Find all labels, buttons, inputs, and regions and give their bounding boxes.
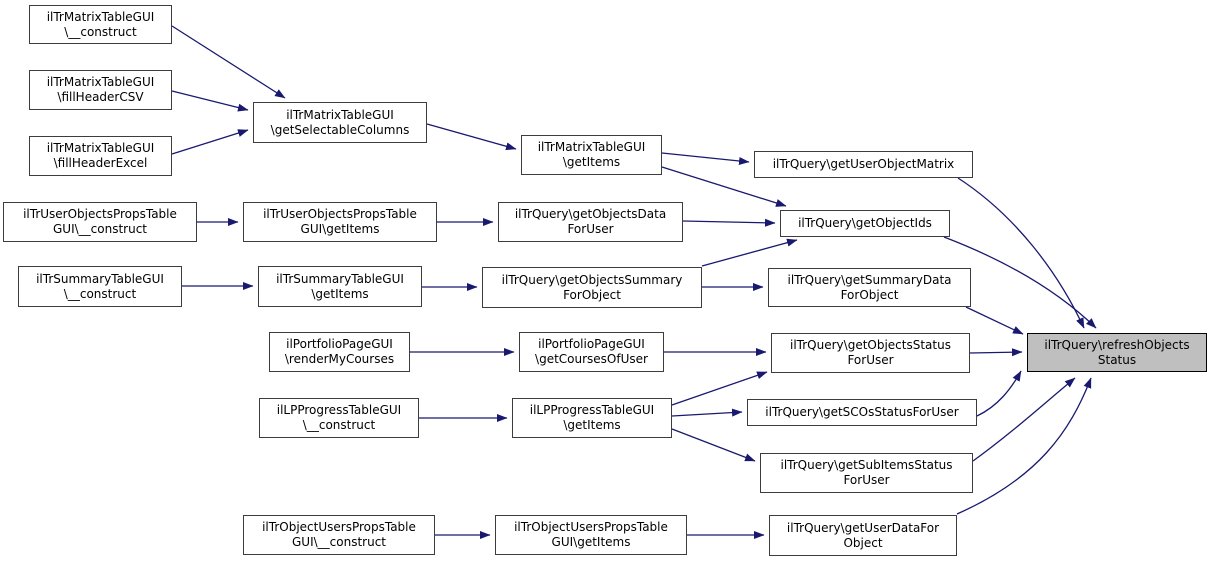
node-label-line: GUI\__construct (291, 535, 386, 549)
edge-query_getuserobjectmatrix-to-query_refreshobjectsstatus (957, 177, 1085, 329)
node-label-line: GUI\getItems (551, 535, 631, 549)
node-label-line: ilTrMatrixTableGUI (46, 141, 155, 155)
node-matrix_fillheaderexcel[interactable]: ilTrMatrixTableGUI\fillHeaderExcel (29, 136, 172, 176)
node-lpprogress_construct[interactable]: ilLPProgressTableGUI\__construct (259, 398, 419, 438)
edge-query_getuserdataforobject-to-query_refreshobjectsstatus (956, 377, 1092, 515)
edge-matrix_fillheaderexcel-to-matrix_getselectablecolumns (171, 129, 249, 155)
node-label-line: ilTrQuery\getUserDataFor (786, 520, 940, 535)
node-label-line: \getCoursesOfUser (535, 352, 648, 366)
node-label-line: ilLPProgressTableGUI (529, 403, 655, 417)
node-label-line: \fillHeaderCSV (57, 90, 144, 104)
node-label-line: \getItems (311, 286, 369, 301)
node-label-line: ilTrUserObjectsPropsTable (263, 207, 417, 221)
edge-matrix_getitems-to-query_getuserobjectmatrix (661, 152, 750, 165)
node-portfolio_getcoursesofuser[interactable]: ilPortfolioPageGUI\getCoursesOfUser (519, 332, 664, 372)
edge-group (171, 25, 1097, 539)
edge-query_getobjectids-to-query_refreshobjectsstatus (943, 236, 1097, 329)
node-label-line: ilTrQuery\getObjectsData (514, 207, 667, 221)
edge-matrix_fillheadercsv-to-matrix_getselectablecolumns (171, 90, 249, 112)
node-query_getuserobjectmatrix[interactable]: ilTrQuery\getUserObjectMatrix (754, 151, 973, 178)
node-label-line: ilTrMatrixTableGUI (46, 9, 155, 24)
node-label-line: \fillHeaderExcel (53, 156, 148, 170)
node-label-line: ForUser (847, 353, 894, 367)
node-label-line: ilPortfolioPageGUI (286, 337, 393, 351)
edge-lpprogress_getitems-to-query_getscosstatusforuser (671, 408, 743, 417)
node-label-line: ForUser (843, 473, 890, 487)
node-label-line: \__construct (63, 286, 137, 301)
node-label-line: ilTrMatrixTableGUI (537, 140, 646, 154)
node-label-line: \__construct (64, 24, 137, 39)
node-label-line: ilTrObjectUsersPropsTable (262, 520, 416, 534)
edge-query_getobjectsdataforuser-to-query_getobjectids (682, 218, 776, 227)
node-label-line: \getSelectableColumns (270, 122, 410, 137)
node-matrix_construct[interactable]: ilTrMatrixTableGUI\__construct (29, 5, 172, 44)
node-label-line: Object (843, 535, 883, 550)
node-label-line: ilTrSummaryTableGUI (36, 271, 164, 286)
node-label-line: ilPortfolioPageGUI (538, 337, 645, 351)
node-label-line: ilTrQuery\getUserObjectMatrix (772, 157, 955, 171)
node-label-line: \getItems (562, 155, 621, 169)
node-matrix_getitems[interactable]: ilTrMatrixTableGUI\getItems (521, 135, 662, 175)
node-label-line: \getItems (563, 418, 621, 432)
node-label-line: \renderMyCourses (284, 352, 395, 366)
edge-matrix_getselectablecolumns-to-matrix_getitems (426, 123, 517, 151)
node-label-line: \__construct (302, 418, 376, 432)
node-label-line: ilTrQuery\getSCOsStatusForUser (765, 405, 959, 419)
edge-lpprogress_getitems-to-query_getobjectsstatusforuser (671, 371, 768, 406)
node-label-line: ilTrQuery\getObjectsSummary (501, 272, 683, 287)
edge-query_getsummarydataforobject-to-query_refreshobjectsstatus (965, 306, 1024, 335)
node-label-line: ilTrMatrixTableGUI (46, 75, 155, 89)
node-summary_construct[interactable]: ilTrSummaryTableGUI\__construct (18, 266, 182, 307)
node-label-line: ForObject (563, 287, 621, 302)
node-label-line: ForUser (567, 222, 614, 236)
edge-matrix_getitems-to-query_getobjectids (661, 166, 787, 207)
node-portfolio_rendermycourses[interactable]: ilPortfolioPageGUI\renderMyCourses (269, 332, 410, 372)
node-label-line: ilTrObjectUsersPropsTable (514, 520, 668, 534)
node-label-line: ilLPProgressTableGUI (276, 403, 402, 417)
node-query_getscosstatusforuser[interactable]: ilTrQuery\getSCOsStatusForUser (747, 399, 977, 426)
edge-query_getsubitemsstatusforuser-to-query_refreshobjectsstatus (972, 377, 1076, 462)
node-label-line: GUI\__construct (52, 222, 147, 236)
edge-query_getscosstatusforuser-to-query_refreshobjectsstatus (976, 370, 1022, 417)
node-label-line: ilTrQuery\getSubItemsStatus (780, 458, 953, 472)
edge-query_getobjectssummaryforobject-to-query_getobjectids (701, 238, 798, 267)
node-label-line: ilTrQuery\getObjectsStatus (790, 338, 951, 352)
node-summary_getitems[interactable]: ilTrSummaryTableGUI\getItems (258, 266, 422, 307)
node-label-line: ilTrQuery\refreshObjects (1044, 337, 1190, 352)
node-label-line: ForObject (840, 287, 899, 302)
node-matrix_getselectablecolumns[interactable]: ilTrMatrixTableGUI\getSelectableColumns (253, 102, 427, 143)
node-matrix_fillheadercsv[interactable]: ilTrMatrixTableGUI\fillHeaderCSV (29, 70, 172, 110)
node-label-line: ilTrMatrixTableGUI (286, 107, 394, 122)
edge-query_getobjectsstatusforuser-to-query_refreshobjectsstatus (969, 348, 1023, 357)
node-label-line: GUI\getItems (300, 222, 380, 236)
node-label-line: ilTrUserObjectsPropsTable (23, 207, 177, 221)
node-label-line: ilTrSummaryTableGUI (276, 271, 404, 286)
node-label-line: ilTrQuery\getSummaryData (787, 272, 952, 287)
node-label-line: ilTrQuery\getObjectIds (798, 216, 932, 230)
edge-matrix_construct-to-matrix_getselectablecolumns (171, 25, 286, 99)
node-query_getobjectids[interactable]: ilTrQuery\getObjectIds (780, 210, 950, 237)
edge-lpprogress_getitems-to-query_getsubitemsstatusforuser (671, 428, 756, 462)
node-label-line: Status (1097, 352, 1137, 367)
node-lpprogress_getitems[interactable]: ilLPProgressTableGUI\getItems (512, 398, 672, 438)
